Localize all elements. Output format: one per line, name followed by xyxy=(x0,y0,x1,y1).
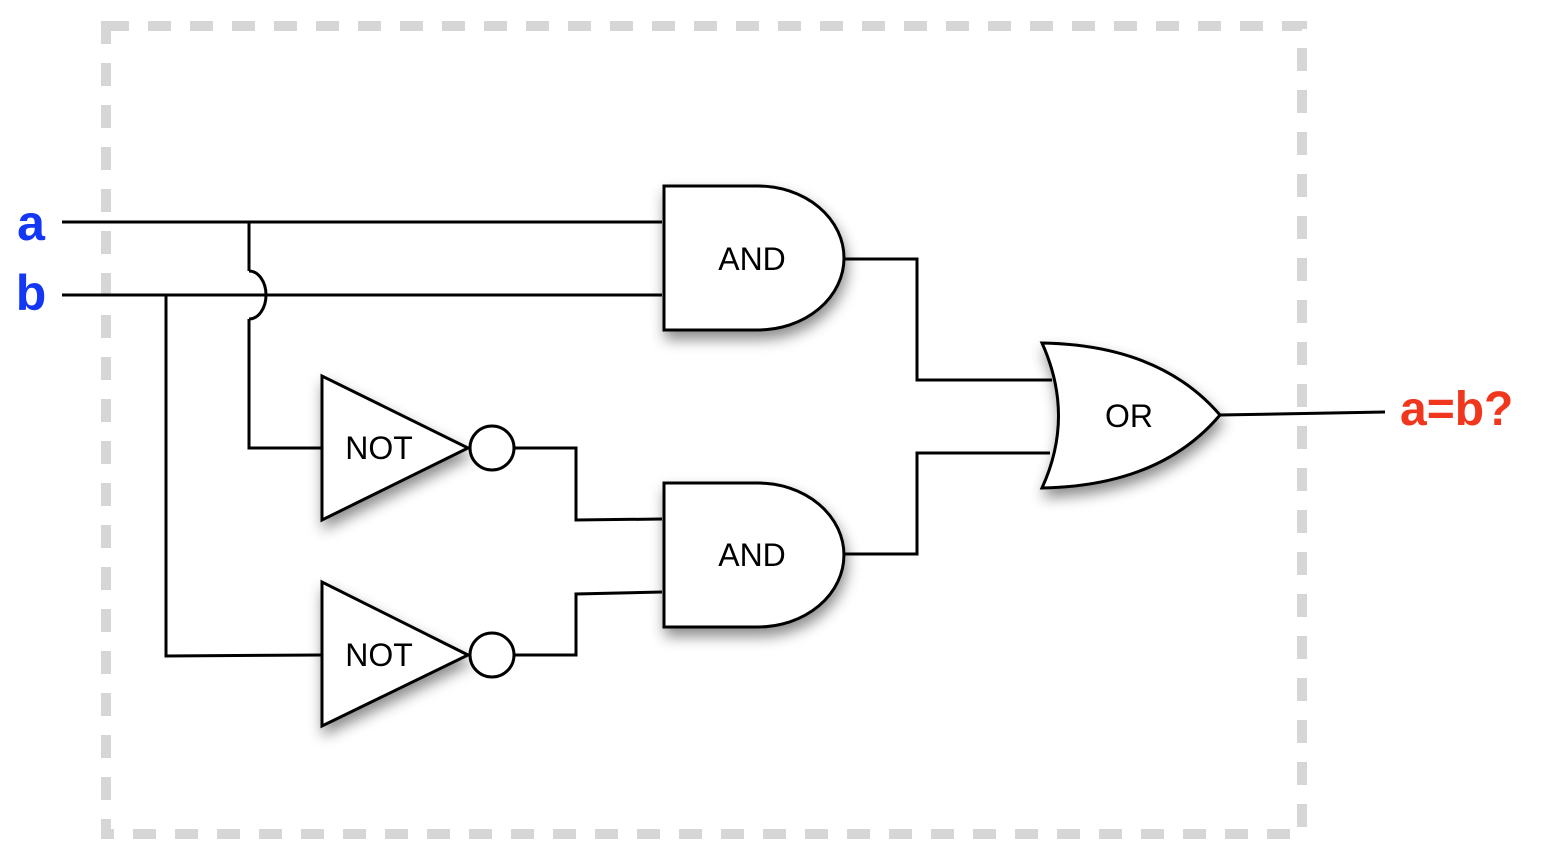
wire-not-top-out xyxy=(515,446,663,522)
not-gate-bottom-bubble xyxy=(468,631,516,679)
or-gate: OR xyxy=(1039,341,1222,490)
not-gate-top-bubble xyxy=(468,424,516,472)
wire-not-bottom-out xyxy=(515,590,663,657)
input-b-label: b xyxy=(16,265,47,321)
not-gate-bottom-label: NOT xyxy=(345,637,413,673)
and-gate-top: AND xyxy=(662,184,846,332)
not-gate-bottom-body xyxy=(320,579,472,729)
wire-a-branch xyxy=(247,222,322,450)
output-label: a=b? xyxy=(1400,383,1513,436)
wire-or-out xyxy=(1219,410,1386,417)
and-gate-top-body xyxy=(662,184,846,332)
not-gate-top: NOT xyxy=(320,373,516,523)
and-gate-bottom-body xyxy=(662,481,846,629)
wire-and-top-out xyxy=(845,257,1052,382)
wire-and-bottom-out xyxy=(845,451,1050,556)
and-gate-bottom-label: AND xyxy=(718,537,786,573)
and-gate-top-label: AND xyxy=(718,241,786,277)
not-gate-top-body xyxy=(320,373,472,523)
input-a-label: a xyxy=(17,195,46,251)
or-gate-label: OR xyxy=(1105,398,1153,434)
not-gate-bottom: NOT xyxy=(320,579,516,729)
circuit-boundary xyxy=(101,21,1307,839)
and-gate-bottom: AND xyxy=(662,481,846,629)
wire-b-branch xyxy=(164,295,323,658)
wires xyxy=(62,220,1386,658)
or-gate-body xyxy=(1039,341,1222,490)
not-gate-top-label: NOT xyxy=(345,430,413,466)
